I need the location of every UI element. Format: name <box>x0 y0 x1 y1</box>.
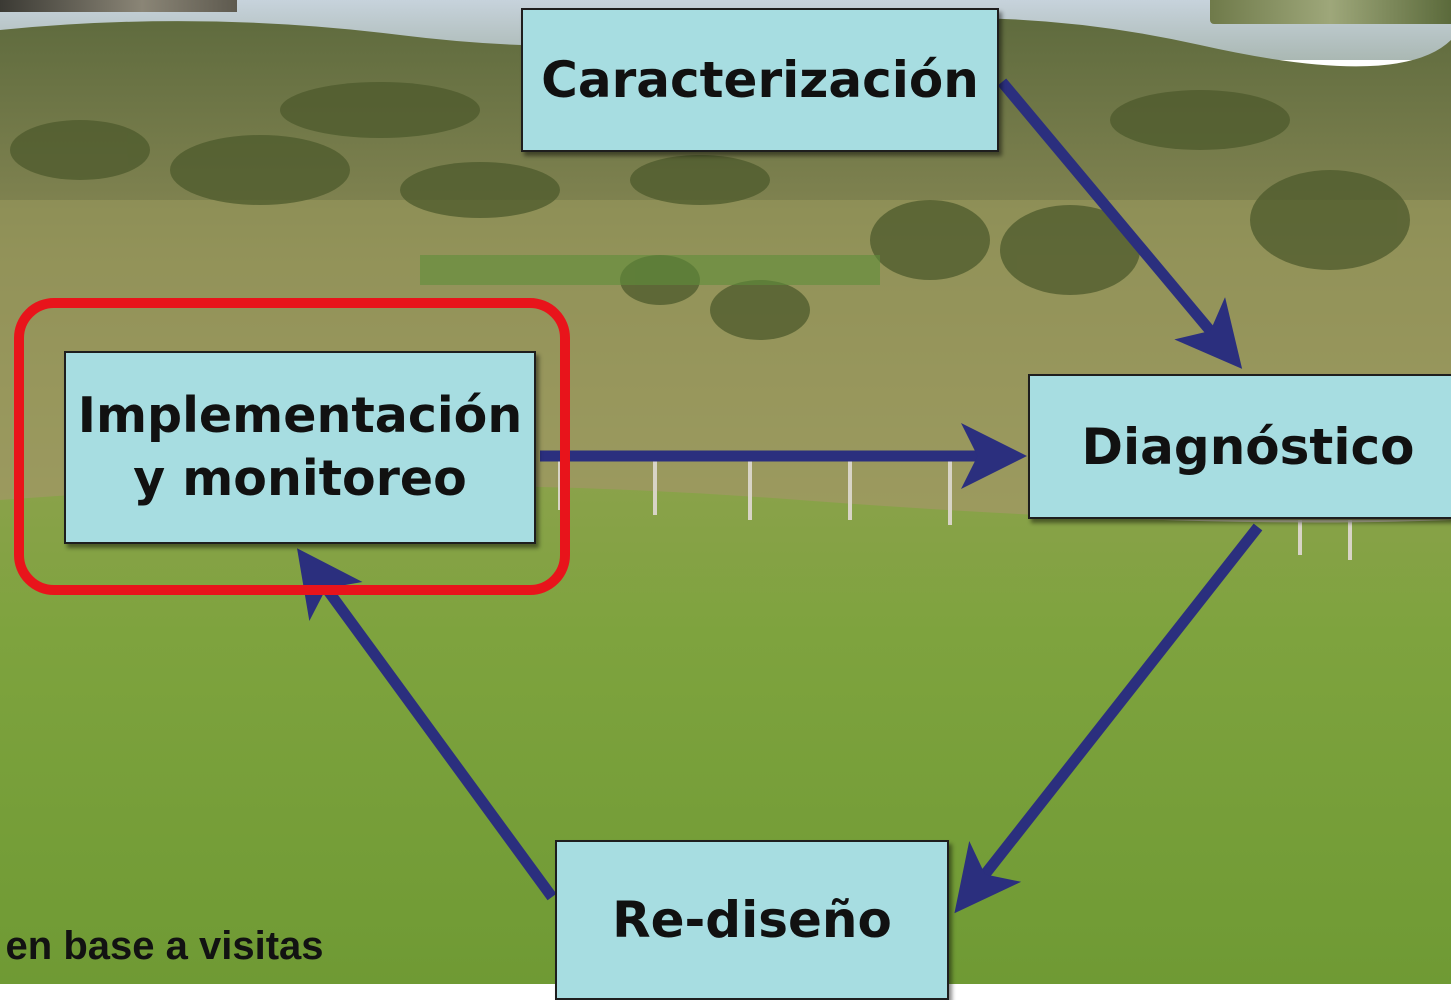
node-rediseno-label: Re-diseño <box>612 891 892 949</box>
node-diagnostico: Diagnóstico <box>1028 374 1451 519</box>
node-implementacion: Implementación y monitoreo <box>64 351 536 544</box>
arrow-caracterizacion-to-diagnostico <box>997 78 1243 369</box>
node-diagnostico-label: Diagnóstico <box>1081 417 1415 476</box>
arrow-diagnostico-to-rediseno <box>954 523 1263 914</box>
corner-photo-left <box>0 0 237 12</box>
node-implementacion-line2: y monitoreo <box>133 449 467 507</box>
caption-text: o en base a visitas <box>0 924 324 968</box>
arrow-rediseno-to-implementacion <box>297 548 557 901</box>
highlight-frame <box>14 298 570 595</box>
node-rediseno: Re-diseño <box>555 840 949 1000</box>
node-implementacion-line1: Implementación <box>77 386 523 444</box>
node-caracterizacion: Caracterización <box>521 8 999 152</box>
corner-photo-right <box>1210 0 1451 24</box>
node-caracterizacion-label: Caracterización <box>541 51 979 109</box>
